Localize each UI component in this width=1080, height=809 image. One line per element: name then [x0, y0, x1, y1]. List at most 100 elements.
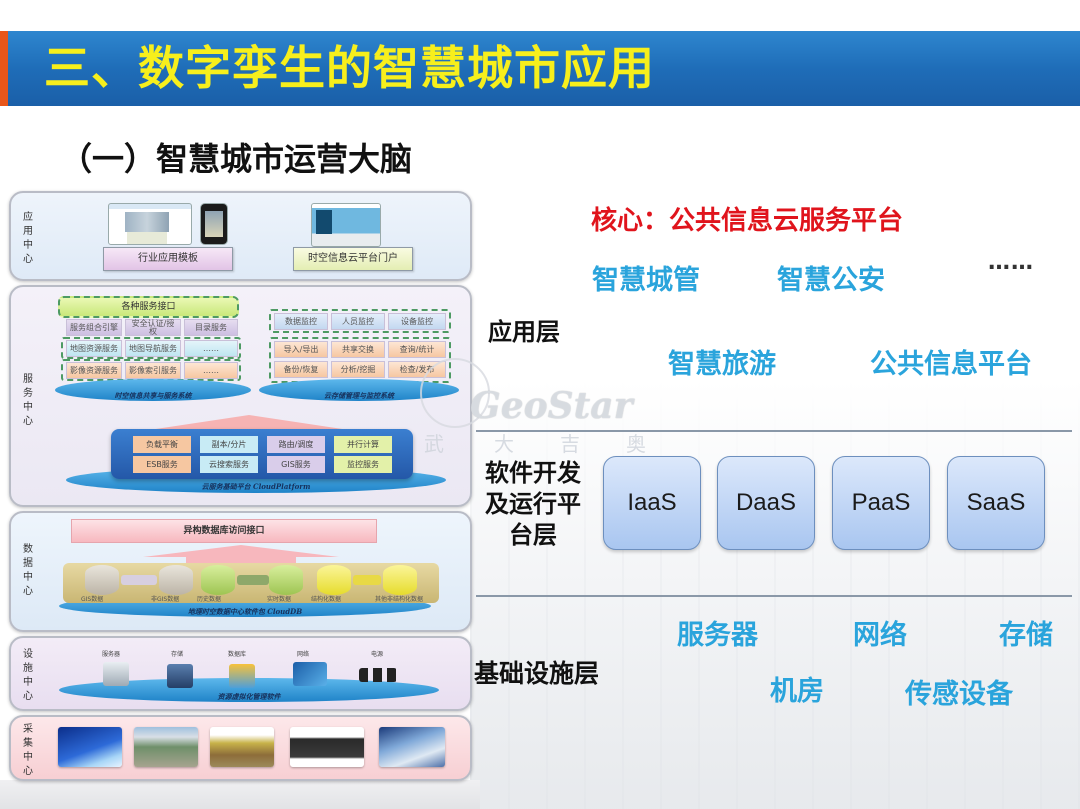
db-label: 非GIS数据 — [151, 596, 180, 603]
cell: 副本/分片 — [200, 436, 258, 453]
mobile-phone-thumbnail — [200, 203, 228, 245]
watermark-brand: GeoStar — [470, 385, 633, 427]
infra-item: 服务器 — [677, 620, 758, 651]
database-cylinder-icon — [383, 565, 417, 595]
label-line: 及运行平 — [485, 490, 581, 518]
satellite-photo — [58, 727, 122, 767]
cell: 云搜索服务 — [200, 456, 258, 473]
app-item: 公共信息平台 — [870, 349, 1032, 380]
up-arrow-icon — [129, 415, 369, 433]
cell: 数据监控 — [274, 313, 328, 330]
cell: 安全认证/授权 — [125, 319, 181, 336]
cell: 设备监控 — [388, 313, 446, 330]
monitor-group — [269, 309, 451, 333]
watermark-char: 武 — [424, 432, 444, 456]
cell: …… — [184, 340, 238, 357]
app-layer-label: 应用层 — [488, 318, 560, 346]
storage-icon — [167, 664, 193, 688]
cloud-platform-portal: 时空信息云平台门户 — [293, 247, 413, 271]
cloud-storage-system-base — [259, 379, 459, 401]
bidirectional-arrow-icon — [121, 575, 157, 585]
server-icon — [103, 662, 129, 686]
panel-label: 采集中心 — [23, 724, 33, 777]
infra-label: 存储 — [170, 651, 183, 658]
panel-service-center: 服务中心 各种服务接口 服务组合引擎 安全认证/授权 目录服务 地图资源服务 地… — [9, 285, 472, 507]
base-label: 时空信息共享与服务系统 — [114, 391, 192, 400]
heterogeneous-db-interface: 异构数据库访问接口 — [71, 519, 377, 543]
infra-item: 传感设备 — [905, 679, 1013, 710]
infra-label: 电源 — [370, 651, 383, 658]
cell: 查询/统计 — [388, 341, 446, 358]
portal-screenshot-thumbnail — [311, 203, 381, 247]
cell: 地图导航服务 — [125, 340, 181, 357]
cell: 备份/恢复 — [274, 361, 328, 378]
power-icon — [359, 668, 397, 682]
slide-subtitle: （一）智慧城市运营大脑 — [60, 140, 413, 178]
iot-network-photo — [379, 727, 445, 767]
slide-title: 三、数字孪生的智慧城市应用 — [44, 41, 655, 95]
database-cylinder-icon — [201, 565, 235, 595]
layer-separator — [476, 595, 1072, 597]
ellipsis: …… — [988, 250, 1034, 275]
panel-app-center: 应用中心 行业应用模板 时空信息云平台门户 — [9, 191, 472, 281]
bidirectional-arrow-icon — [353, 575, 381, 585]
infra-layer-label: 基础设施层 — [474, 659, 600, 688]
infra-item: 存储 — [999, 620, 1053, 651]
database-tray: GIS数据 非GIS数据 历史数据 实时数据 结构化数据 其他非结构化数据 — [63, 563, 439, 603]
db-label: GIS数据 — [81, 596, 104, 603]
cell: 监控服务 — [334, 456, 392, 473]
label-line: 台层 — [509, 521, 557, 549]
city-background — [470, 380, 1080, 809]
layer-separator — [476, 430, 1072, 432]
cell: 影像索引服务 — [125, 362, 181, 379]
cell: ESB服务 — [133, 456, 191, 473]
database-cylinder-icon — [269, 565, 303, 595]
app-item: 智慧公安 — [777, 265, 885, 296]
infra-item: 机房 — [770, 676, 824, 707]
sharing-service-system-base — [55, 379, 251, 401]
platform-layer-label: 软件开发 及运行平 台层 — [478, 458, 588, 551]
cell: GIS服务 — [267, 456, 325, 473]
cell: 导入/导出 — [274, 341, 328, 358]
bottom-background — [0, 780, 480, 809]
cell: 服务组合引擎 — [66, 319, 122, 336]
watermark-char: 大 — [494, 432, 514, 456]
core-platform-title: 核心：公共信息云服务平台 — [591, 206, 904, 236]
base-label: 地理时空数据中心软件包 CloudDB — [187, 607, 303, 616]
cell: …… — [184, 362, 238, 379]
watermark-char: 吉 — [560, 432, 580, 456]
panel-label: 数据中心 — [23, 544, 33, 597]
up-arrow-stem — [186, 557, 296, 565]
base-label: 云存储管理与监控系统 — [324, 391, 394, 400]
db-label: 历史数据 — [197, 596, 222, 603]
cell: 共享交换 — [331, 341, 385, 358]
title-bar — [0, 31, 1080, 106]
app-screenshot-thumbnail — [108, 203, 192, 245]
drone-survey-photo — [210, 727, 274, 767]
cell: 目录服务 — [184, 319, 238, 336]
cell: 地图资源服务 — [66, 340, 122, 357]
infra-item: 网络 — [853, 620, 907, 651]
database-cylinder-icon — [159, 565, 193, 595]
watermark-char: 奥 — [626, 432, 646, 456]
cell: 分析/挖掘 — [331, 361, 385, 378]
mapping-vehicle-photo — [290, 727, 364, 767]
cell: 路由/调度 — [267, 436, 325, 453]
database-cylinder-icon — [85, 565, 119, 595]
database-icon — [229, 664, 255, 688]
panel-label: 服务中心 — [23, 374, 33, 427]
cell: 负载平衡 — [133, 436, 191, 453]
infra-label: 数据库 — [227, 651, 246, 658]
db-label: 结构化数据 — [311, 596, 342, 603]
cell: 并行计算 — [334, 436, 392, 453]
db-label: 实时数据 — [267, 596, 292, 603]
bidirectional-arrow-icon — [237, 575, 269, 585]
panel-label: 设施中心 — [23, 649, 33, 702]
service-daas: DaaS — [717, 456, 815, 550]
network-icon — [293, 662, 327, 686]
service-saas: SaaS — [947, 456, 1045, 550]
title-accent — [0, 31, 8, 106]
panel-data-center: 数据中心 异构数据库访问接口 地理时空数据中心软件包 CloudDB GIS数据… — [9, 511, 472, 632]
label-line: 软件开发 — [485, 459, 581, 487]
app-item: 智慧旅游 — [668, 349, 776, 380]
